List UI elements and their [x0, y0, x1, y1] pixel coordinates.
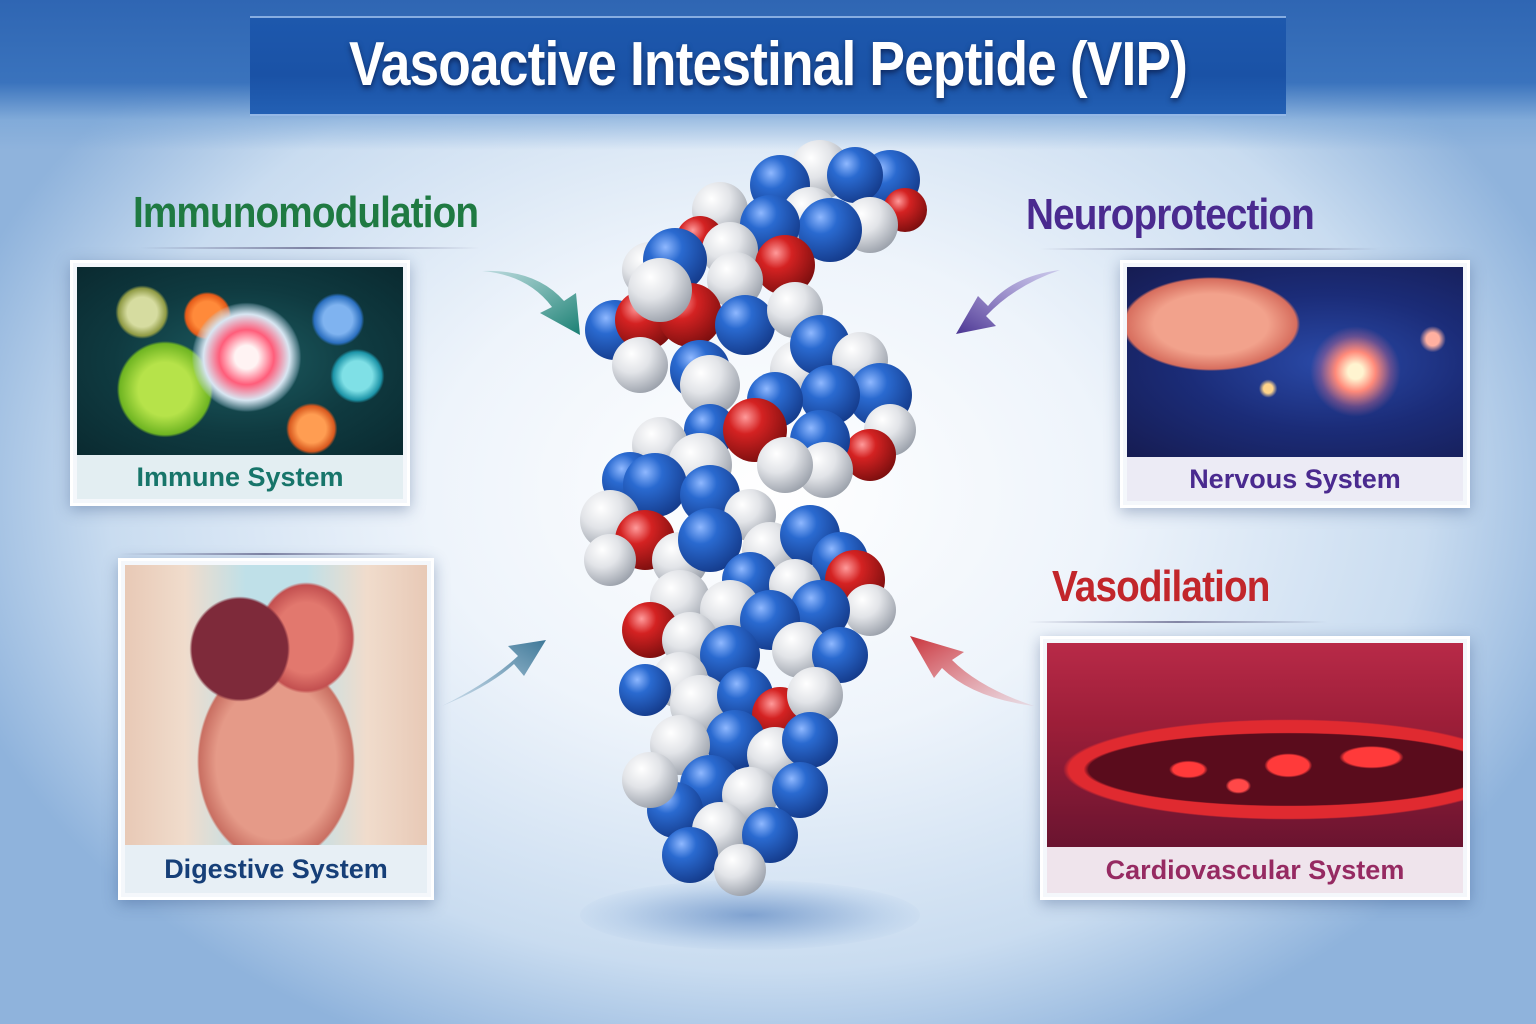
arrow-icon	[956, 270, 1060, 334]
heading-vasodilation: Vasodilation	[1052, 562, 1270, 611]
digestive-organs-illustration	[125, 565, 427, 845]
divider	[1040, 248, 1380, 250]
title-bar	[250, 16, 1286, 116]
divider	[1028, 621, 1328, 623]
vip-molecule-model	[580, 140, 927, 896]
immune-cells-illustration	[77, 267, 403, 455]
card-digestive-system: Digestive System	[118, 558, 434, 900]
heading-neuroprotection: Neuroprotection	[1026, 190, 1315, 239]
heading-immunomodulation: Immunomodulation	[133, 188, 479, 237]
caption-digestive-system: Digestive System	[125, 845, 427, 893]
arrow-icon	[910, 636, 1034, 706]
arrow-icon	[482, 270, 580, 335]
caption-cardiovascular-system: Cardiovascular System	[1047, 847, 1463, 893]
divider	[140, 247, 480, 249]
card-immune-system: Immune System	[70, 260, 410, 506]
page-title: Vasoactive Intestinal Peptide (VIP)	[348, 30, 1188, 99]
card-nervous-system: Nervous System	[1120, 260, 1470, 508]
card-cardiovascular-system: Cardiovascular System	[1040, 636, 1470, 900]
caption-immune-system: Immune System	[77, 455, 403, 499]
blood-vessel-illustration	[1047, 643, 1463, 847]
caption-nervous-system: Nervous System	[1127, 457, 1463, 501]
arrow-icon	[442, 640, 546, 706]
brain-neuron-illustration	[1127, 267, 1463, 457]
divider	[120, 553, 410, 555]
